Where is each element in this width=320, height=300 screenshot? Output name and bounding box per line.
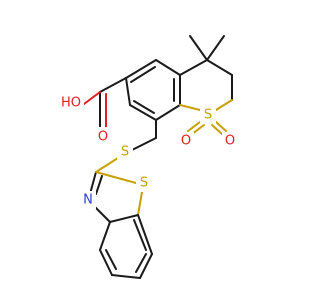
- label-bg-ho: [58, 94, 84, 112]
- label-bg-s-thiazole: [136, 174, 152, 192]
- bond-c2-s1: [215, 99, 233, 111]
- bond-b5: [137, 214, 153, 255]
- bond-b2: [99, 249, 113, 276]
- molecule-diagram: HO O S O O S N S: [58, 35, 238, 279]
- label-bg-o-sulfonyl-left: [178, 132, 194, 150]
- bond-c-oh: [83, 91, 101, 105]
- bond-a5-a6: [129, 104, 157, 121]
- bond-a1-a2-inner: [130, 66, 156, 83]
- bond-s1-o-left: [187, 121, 201, 132]
- bond-s1-o-right-2: [211, 124, 223, 135]
- bond-b3: [111, 274, 141, 279]
- atom-s-thioether: S: [121, 145, 129, 160]
- label-bg-s-thioether: [117, 143, 133, 161]
- bond-c7a-s: [137, 191, 143, 216]
- bond-a3-c4: [179, 59, 208, 76]
- bond-c3a-c7a: [109, 214, 139, 223]
- label-bg-o-carbonyl: [95, 127, 111, 145]
- atom-o-sulfonyl-left: O: [181, 134, 191, 149]
- bond-a5-a6-inner: [133, 100, 155, 114]
- bond-c2t-n: [89, 171, 97, 195]
- label-bg-n-thiazole: [80, 191, 96, 209]
- bond-c2t-n-2: [95, 175, 103, 195]
- bond-c4-c3: [206, 59, 233, 76]
- bond-s-c2t: [95, 157, 119, 173]
- bond-b4: [139, 253, 153, 279]
- bond-b2-inner: [105, 249, 117, 270]
- bond-s-c2t-ring: [95, 171, 137, 184]
- bond-n-c3a: [93, 205, 111, 223]
- atom-s-ring: S: [204, 108, 212, 123]
- atom-o-sulfonyl-right: O: [225, 134, 235, 149]
- label-bg-s-ring: [200, 106, 216, 124]
- bond-a1-cooh: [99, 77, 127, 93]
- bonds: [83, 35, 233, 279]
- bond-a4-a5: [155, 104, 181, 121]
- bond-b4-inner: [135, 253, 147, 273]
- bond-methyl-2: [206, 35, 225, 61]
- bond-a6-a1: [125, 77, 131, 106]
- atom-labels: HO O S O O S N S: [58, 94, 238, 209]
- structure-svg: HO O S O O S N S: [58, 35, 238, 279]
- bond-a1-a2: [125, 59, 157, 79]
- atom-n-thiazole: N: [83, 193, 93, 208]
- bond-methyl-1: [189, 35, 208, 61]
- atom-s-thiazole: S: [140, 176, 148, 191]
- bond-s1-a4: [179, 104, 201, 111]
- label-bg-o-sulfonyl-right: [222, 132, 238, 150]
- bond-s1-o-right: [215, 121, 227, 132]
- bond-ch2-s: [131, 137, 157, 151]
- bond-a2-a3: [155, 59, 181, 76]
- bond-b1: [99, 221, 111, 251]
- atom-ho: HO: [61, 96, 81, 111]
- bond-b5-inner: [133, 219, 147, 251]
- atom-o-carbonyl: O: [98, 130, 108, 145]
